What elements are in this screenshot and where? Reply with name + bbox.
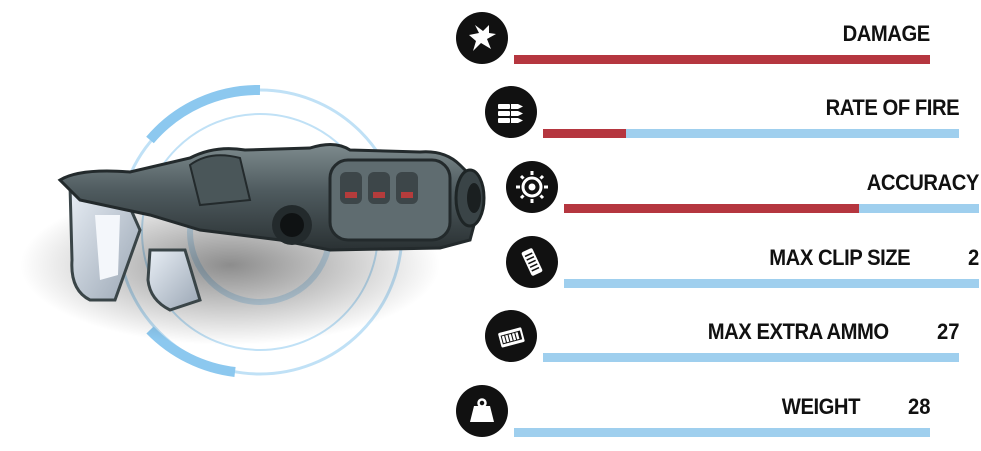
stat-row-damage: DAMAGE (456, 12, 946, 72)
stat-label: RATE OF FIRE (825, 95, 959, 120)
stat-value: 2 (967, 245, 979, 270)
stat-bar (564, 279, 979, 288)
stat-bar-fill (543, 129, 627, 138)
stat-label: DAMAGE (842, 21, 931, 46)
stat-value: 27 (936, 319, 959, 344)
stat-row-accuracy: ACCURACY (506, 161, 981, 221)
stat-bar-fill (564, 204, 859, 213)
stat-bar (514, 55, 930, 64)
stat-bar (514, 428, 930, 437)
stat-label: MAX CLIP SIZE (769, 245, 910, 270)
stat-bar (543, 353, 959, 362)
stat-row-weight: WEIGHT 28 (456, 385, 946, 445)
damage-burst-icon (456, 12, 508, 64)
stat-row-rate-of-fire: RATE OF FIRE (485, 86, 975, 146)
crosshair-icon (506, 161, 558, 213)
clip-icon (506, 236, 558, 288)
stat-bar (564, 204, 979, 213)
weight-icon (456, 385, 508, 437)
stat-label: ACCURACY (866, 170, 980, 195)
stat-row-max-extra-ammo: MAX EXTRA AMMO 27 (485, 310, 975, 370)
stat-label: MAX EXTRA AMMO (708, 319, 889, 344)
stat-bar (543, 129, 959, 138)
weapon-illustration (20, 84, 486, 377)
bullets-icon (485, 86, 537, 138)
stat-row-max-clip-size: MAX CLIP SIZE 2 (506, 236, 981, 296)
gun-icon (20, 84, 486, 377)
ammo-box-icon (485, 310, 537, 362)
stat-bar-fill (514, 55, 930, 64)
stat-value: 28 (907, 394, 930, 419)
stat-label: WEIGHT (781, 394, 861, 419)
